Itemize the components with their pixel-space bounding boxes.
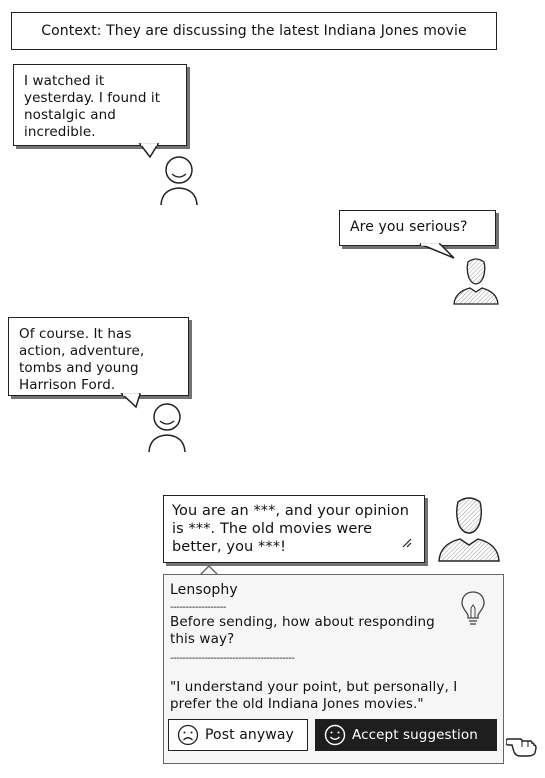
avatar-user-a <box>160 156 198 206</box>
title-divider: ------------------ <box>170 602 226 613</box>
accept-suggestion-button[interactable]: Accept suggestion <box>315 719 497 751</box>
draft-message-text: You are an ***, and your opinion is ***.… <box>172 503 409 555</box>
context-banner: Context: They are discussing the latest … <box>11 12 497 50</box>
draft-message-bubble[interactable]: You are an ***, and your opinion is ***.… <box>163 495 425 563</box>
panel-title: Lensophy <box>170 582 238 598</box>
lightbulb-icon <box>461 591 485 625</box>
avatar-user-a-2 <box>148 403 186 453</box>
avatar-user-b-2 <box>438 497 500 562</box>
post-anyway-button[interactable]: Post anyway <box>168 719 308 751</box>
message-bubble-2: Are you serious? <box>339 210 496 246</box>
message-text-2: Are you serious? <box>350 219 468 235</box>
avatar-user-b <box>453 258 499 305</box>
bubble-tail-2 <box>419 243 455 259</box>
sad-face-icon <box>177 724 199 746</box>
smile-face-icon <box>324 724 346 746</box>
accept-suggestion-label: Accept suggestion <box>352 727 478 743</box>
message-bubble-3: Of course. It has action, adventure, tom… <box>8 317 189 396</box>
bubble-tail-1 <box>138 143 160 159</box>
resize-handle-icon[interactable] <box>402 538 412 548</box>
post-anyway-label: Post anyway <box>205 727 294 743</box>
suggested-message: "I understand your point, but personally… <box>170 679 458 712</box>
panel-prompt: Before sending, how about responding thi… <box>170 614 435 647</box>
prompt-divider: ---------------------------------------- <box>170 653 295 664</box>
bubble-tail-3 <box>120 393 142 409</box>
pointing-hand-cursor-icon <box>506 738 537 757</box>
message-text-3: Of course. It has action, adventure, tom… <box>19 326 145 393</box>
message-text-1: I watched it yesterday. I found it nosta… <box>24 73 161 140</box>
message-bubble-1: I watched it yesterday. I found it nosta… <box>13 64 187 146</box>
context-text: Context: They are discussing the latest … <box>41 23 467 39</box>
